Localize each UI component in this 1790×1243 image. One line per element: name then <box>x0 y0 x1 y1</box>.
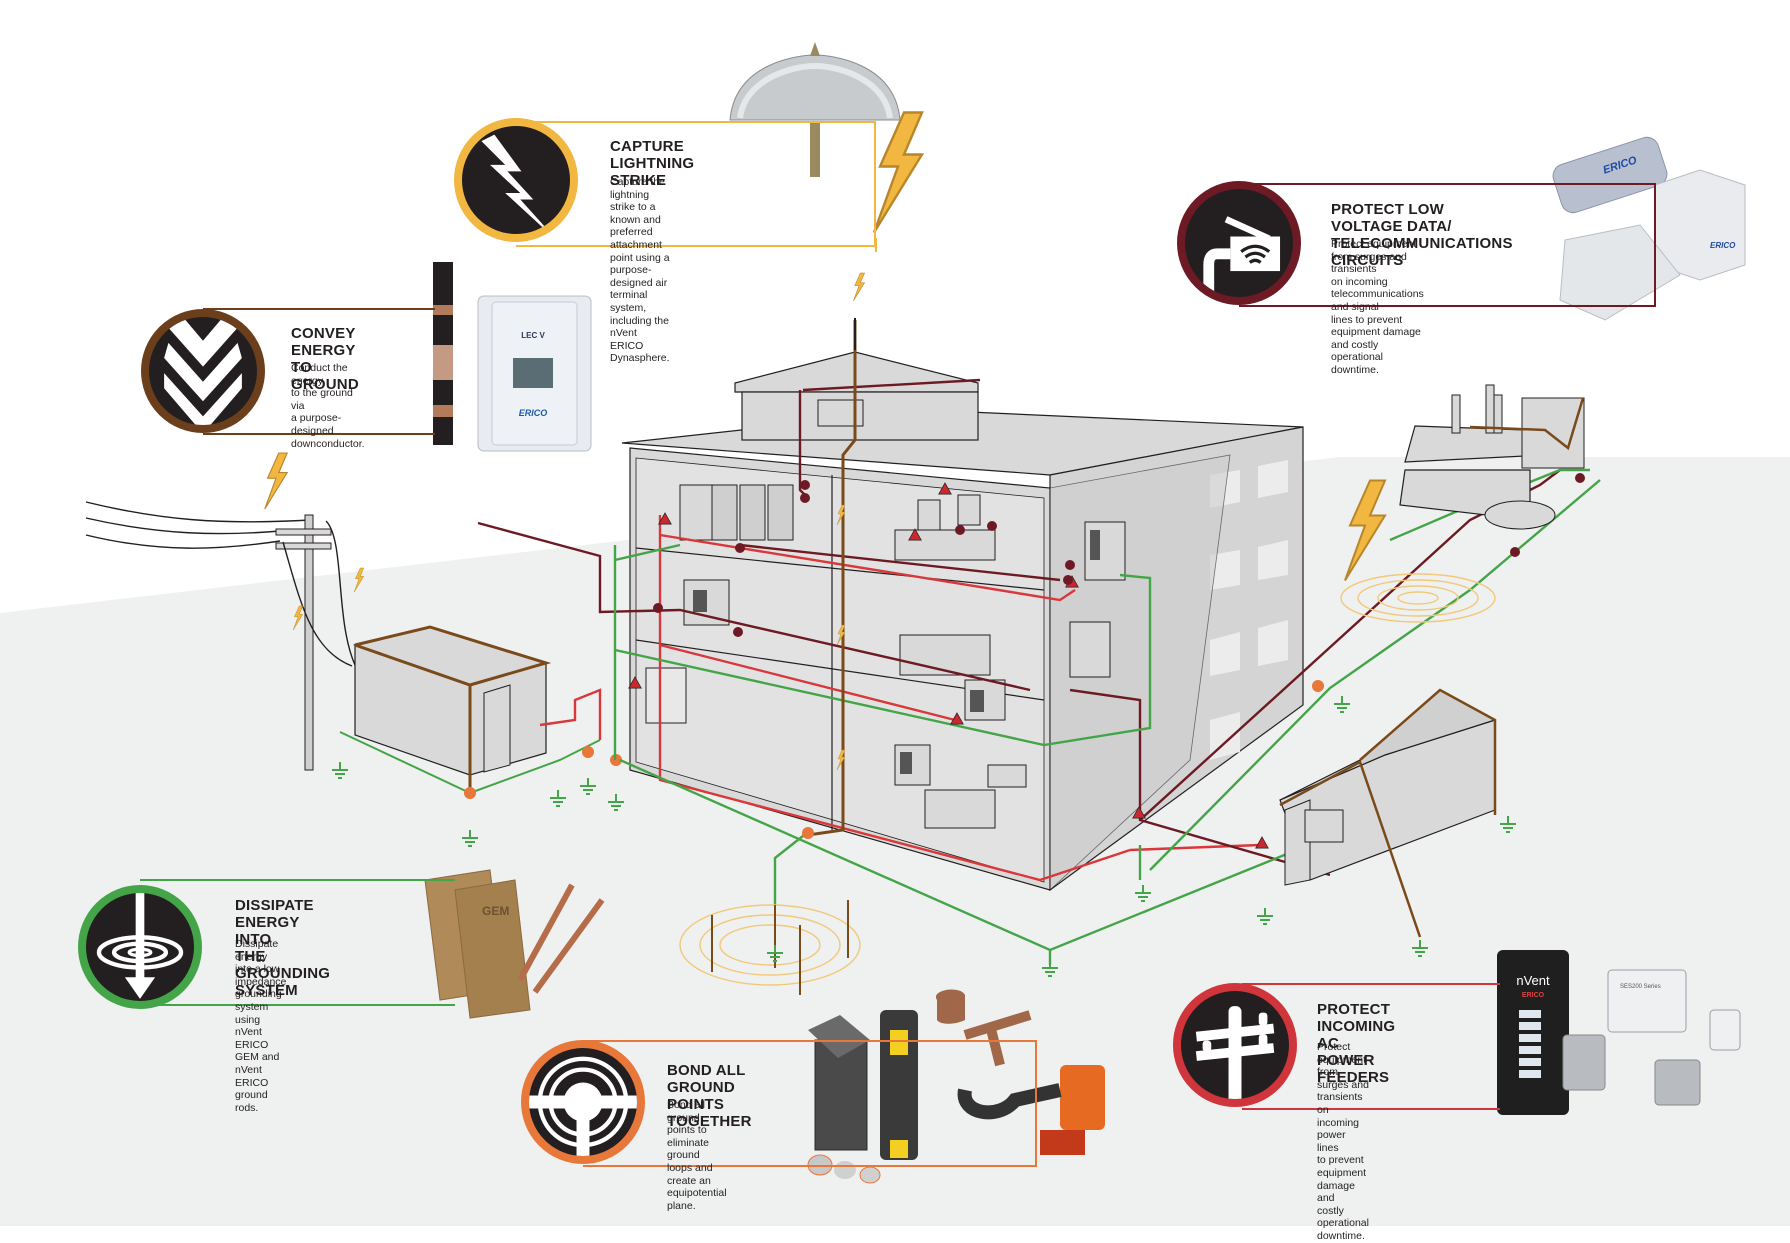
utility-pole-icon <box>1195 1006 1275 1099</box>
bonding-target-icon <box>529 1056 637 1156</box>
nvent-sub-label: ERICO <box>1522 992 1545 999</box>
utility-pole <box>85 501 356 771</box>
chevron-down-stack-icon <box>164 317 242 425</box>
surge-protector-icon <box>1255 836 1269 849</box>
callout-frame <box>140 879 455 1006</box>
wireless-antenna-icon <box>1203 216 1281 297</box>
warehouse <box>1279 688 1497 938</box>
down-conductor <box>807 320 857 837</box>
din-brand-label: ERICO <box>1710 241 1736 250</box>
callout-frame <box>583 1040 740 1167</box>
ground-symbol-icon <box>1333 696 1351 713</box>
lecv-brand-label: ERICO <box>519 408 548 418</box>
capture-icon-badge <box>454 118 578 242</box>
callout-title: BOND ALL GROUND POINTS TOGETHER <box>667 1062 752 1130</box>
callout-frame-extension <box>740 1040 1037 1167</box>
lightning-bolt-icon <box>481 134 552 234</box>
electrical-shelter <box>339 625 622 799</box>
ground-symbol-icon <box>1041 960 1059 977</box>
sps-series-label: SES200 Series <box>1620 984 1661 990</box>
callout-description: Protect equipment from surges and transi… <box>1317 1041 1369 1242</box>
gem-ground-enhancement-bags: GEM <box>424 869 605 1019</box>
callout-description: Bond all ground points to eliminate grou… <box>667 1099 727 1212</box>
ground-symbol-icon <box>549 790 567 807</box>
callout-description: Dissipate energy into a low impedance gr… <box>235 938 287 1114</box>
lightning-bolt-icon <box>852 272 866 302</box>
surge-bolt-icon <box>292 605 304 631</box>
coaxial-surge-protector: ERICO <box>1552 136 1668 214</box>
main-building <box>621 351 1304 892</box>
lecv-model-label: LEC V <box>521 331 545 340</box>
ground-symbol-icon <box>607 794 625 811</box>
gem-bag-label: GEM <box>482 904 509 918</box>
ground-symbol-icon <box>1499 816 1517 833</box>
convey-icon-badge <box>141 309 265 433</box>
callout-title: PROTECT LOW VOLTAGE DATA/ TELECOMMUNICAT… <box>1331 201 1513 269</box>
ground-ripples <box>679 573 1496 986</box>
ground-symbol-icon <box>1256 908 1274 925</box>
ground-dissipation-icon <box>96 893 184 999</box>
ac-surge-protective-devices: nVent ERICO SES200 Series <box>1497 950 1741 1115</box>
callout-title: CONVEY ENERGY TO GROUND <box>291 325 359 393</box>
callout-description: Protect equipment from surges and transi… <box>1331 238 1424 376</box>
downconductor-cable <box>433 262 453 445</box>
signal-line-protector <box>1559 224 1681 321</box>
callout-frame <box>1239 183 1656 307</box>
ground-symbol-icon <box>579 778 597 795</box>
ac-power-icon-badge <box>1173 983 1297 1107</box>
lightning-bolt-icon <box>872 110 924 235</box>
callout-description: Conduct the energy to the ground via a p… <box>291 362 365 450</box>
dynasphere-air-terminal <box>729 42 901 177</box>
lec-v-lightning-counter: LEC V ERICO <box>477 295 592 452</box>
ground-symbol-icon <box>331 762 349 779</box>
ground-symbol-icon <box>461 830 479 847</box>
factory <box>1399 384 1585 530</box>
lightning-bolt-icon <box>264 452 288 510</box>
dissipate-icon-badge <box>78 885 202 1009</box>
telecom-icon-badge <box>1177 181 1301 305</box>
callout-title: PROTECT INCOMING AC POWER FEEDERS <box>1317 1001 1396 1086</box>
surge-bolt-icon <box>353 567 365 593</box>
callout-title: CAPTURE LIGHTNING STRIKE <box>610 138 695 189</box>
ground-symbol-icon <box>1134 885 1152 902</box>
lightning-bolt-icon <box>1343 479 1387 582</box>
nvent-brand-label: nVent <box>1516 973 1550 988</box>
callout-frame <box>203 308 435 435</box>
bond-icon-badge <box>521 1040 645 1164</box>
callout-frame <box>516 121 876 247</box>
callout-frame <box>1242 983 1500 1110</box>
ground-symbol-icon <box>1411 940 1429 957</box>
callout-title: DISSIPATE ENERGY INTO THE GROUNDING SYST… <box>235 897 331 999</box>
callout-description: Capture the lightning strike to a known … <box>610 176 670 365</box>
